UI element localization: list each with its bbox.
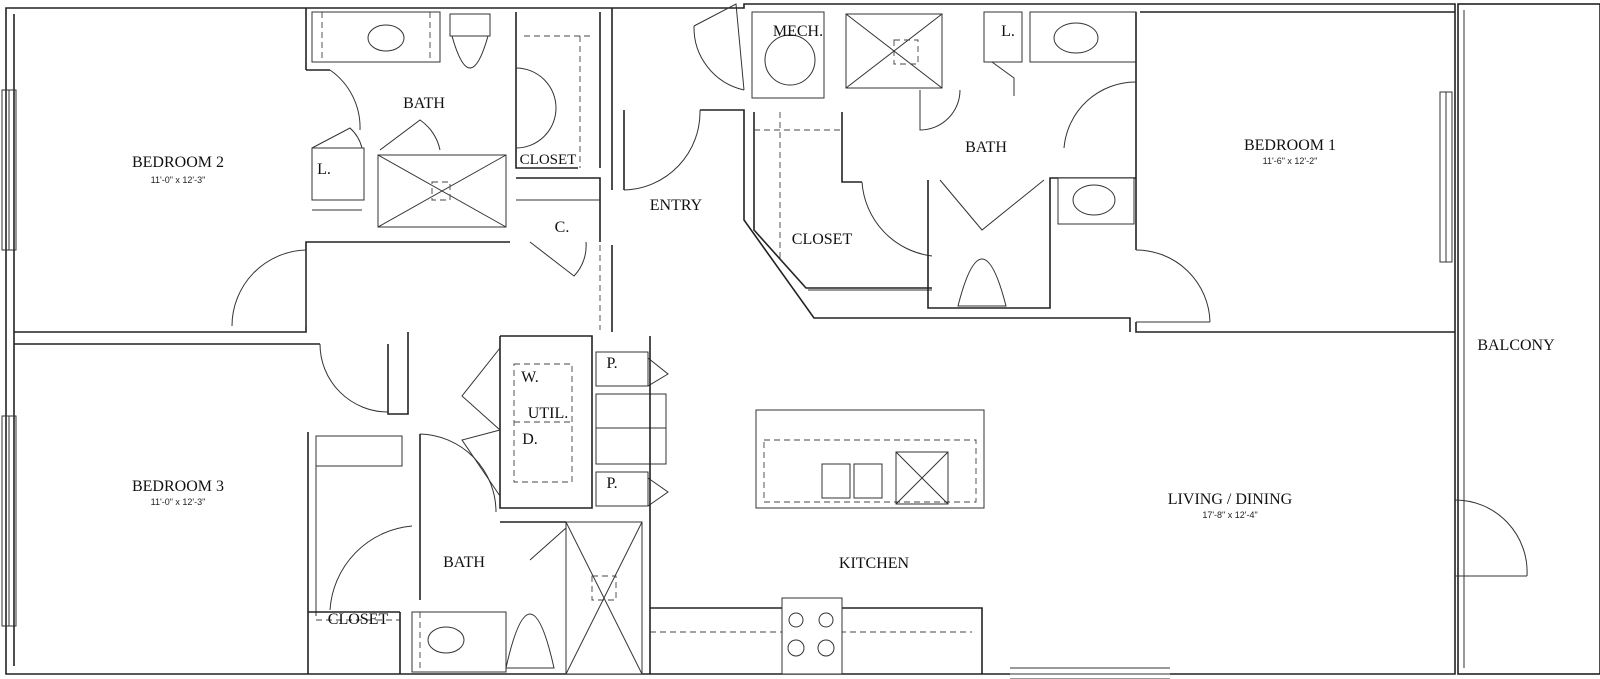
bedroom-3-dims: 11'-0" x 12'-3": [151, 497, 206, 507]
utility-room: [461, 335, 593, 509]
entry-label: ENTRY: [650, 197, 703, 214]
entry-walls: [599, 3, 1131, 332]
closet-top-right: [753, 112, 933, 291]
kitchen-label: KITCHEN: [839, 555, 910, 572]
kitchen-island: [755, 409, 985, 509]
pantry-top-label: P.: [606, 355, 617, 372]
bath-bottom-label: BATH: [443, 554, 485, 571]
bedroom-3-label: BEDROOM 3: [132, 478, 224, 495]
linen-right-label: L.: [1001, 23, 1015, 40]
closet-top-left-label: CLOSET: [520, 152, 577, 168]
bedroom-1-dims: 11'-6" x 12'-2": [1263, 156, 1318, 166]
bedroom-1-walls: [1063, 11, 1455, 333]
bath-top-right-fixtures: [845, 11, 1137, 131]
dryer-label: D.: [522, 431, 538, 448]
bedroom-1-label: BEDROOM 1: [1244, 137, 1336, 154]
bedroom-2-label: BEDROOM 2: [132, 154, 224, 171]
closet-bottom-label: CLOSET: [328, 611, 389, 628]
util-label: UTIL.: [528, 405, 568, 422]
living-dining-label: LIVING / DINING: [1168, 491, 1293, 508]
exterior-walls: [5, 3, 1456, 679]
washer-label: W.: [521, 369, 539, 386]
bath-top-left-label: BATH: [403, 95, 445, 112]
closet-top-left: [515, 12, 601, 169]
bath-bottom: [329, 433, 643, 675]
closet-top-right-label: CLOSET: [792, 231, 853, 248]
bedroom-2-walls: [14, 8, 510, 333]
left-windows: [1, 89, 17, 627]
coat-closet: [516, 177, 601, 277]
mechanical-room: [751, 11, 825, 99]
pantry-bottom-label: P.: [606, 475, 617, 492]
bedroom-3-walls: [14, 332, 409, 674]
coat-closet-label: C.: [555, 219, 570, 236]
balcony: [1454, 3, 1600, 675]
linen-left-label: L.: [317, 161, 331, 178]
closet-bottom: [308, 611, 401, 674]
living-dining-dims: 17'-8" x 12'-4": [1202, 510, 1257, 520]
bedroom-2-dims: 11'-0" x 12'-3": [151, 175, 206, 185]
kitchen-counter: [650, 597, 983, 675]
balcony-label: BALCONY: [1477, 337, 1555, 354]
bath-top-right-label: BATH: [965, 139, 1007, 156]
bath-top-left: [311, 11, 507, 228]
bath-top-right-toilet: [927, 177, 1136, 309]
mech-label: MECH.: [773, 23, 823, 40]
pantries: [595, 336, 669, 674]
